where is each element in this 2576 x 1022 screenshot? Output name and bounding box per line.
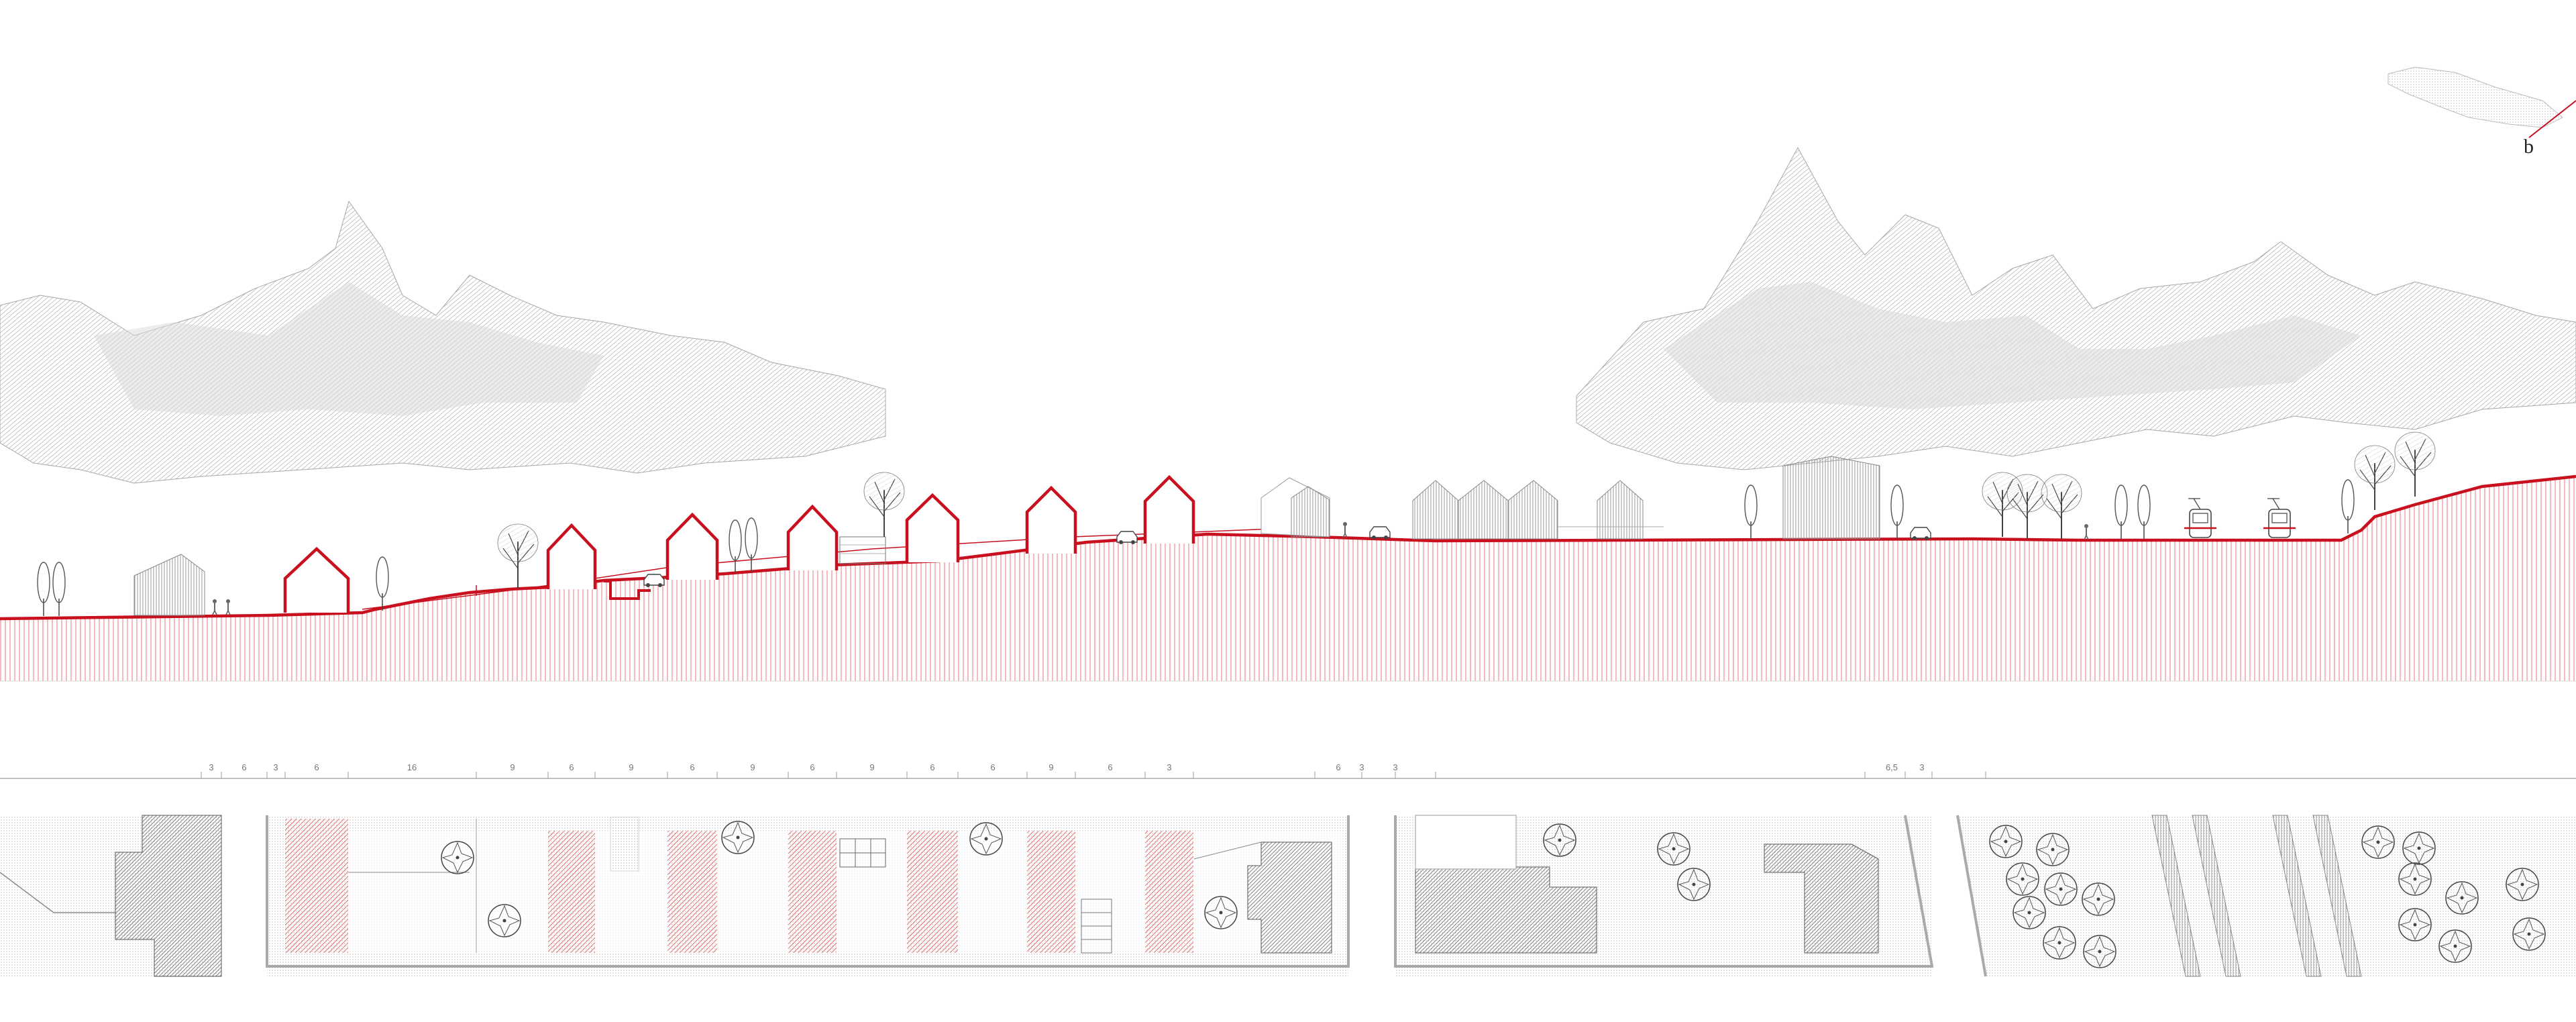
dimension-label: 6 (314, 762, 319, 772)
dimension-label: 6 (241, 762, 246, 772)
section-cut-line (2528, 100, 2576, 138)
tram-tracks (2151, 815, 2362, 977)
plan-path (610, 817, 639, 872)
elevation-building (1507, 480, 1558, 540)
dimension-label: 16 (407, 762, 417, 772)
section-house-7 (1143, 474, 1195, 544)
dimension-label: 3 (273, 762, 278, 772)
ground-pit (604, 580, 651, 600)
ramp-line (362, 528, 1275, 610)
plan-block-4 (1957, 815, 2576, 976)
dimension-label: 6 (690, 762, 694, 772)
elevation-building (1412, 480, 1459, 540)
plan-building (1247, 841, 1332, 954)
dimension-label: 6 (810, 762, 814, 772)
elevation-building (133, 554, 205, 616)
dimension-label: 6 (990, 762, 995, 772)
section-houses (283, 474, 1195, 613)
section-house-3 (665, 512, 719, 580)
plan-building (1764, 844, 1879, 954)
section-house-4 (786, 504, 839, 570)
dimension-label: 6 (1336, 762, 1340, 772)
ground-line (0, 474, 2576, 621)
dimension-label: 6 (569, 762, 574, 772)
elevation-building (1458, 480, 1509, 540)
plan-houses (285, 819, 1193, 953)
elevation-buildings (133, 456, 1880, 616)
mountain-backdrop (0, 146, 2576, 484)
ground-fill (0, 476, 2576, 681)
elevation-building (1782, 456, 1880, 540)
ground-section (0, 474, 2576, 682)
section-house-1 (283, 546, 350, 613)
dimension-line: 3 6 3 6 16 9 6 9 6 9 6 9 6 6 9 6 3 6 3 3 6,5 3 (0, 762, 2576, 779)
dimension-label: 9 (1049, 762, 1053, 772)
plan-view (0, 815, 2576, 977)
dimension-label: 6 (1108, 762, 1112, 772)
dimension-label: 6,5 (1886, 762, 1898, 772)
dimension-label: 9 (869, 762, 874, 772)
section-house-6 (1025, 485, 1077, 554)
elevation-building (1597, 480, 1644, 540)
dimension-label: 9 (750, 762, 755, 772)
plan-building (115, 815, 222, 977)
plan-building (1415, 866, 1597, 954)
dimension-label: 3 (1393, 762, 1397, 772)
section-house-2 (546, 523, 597, 589)
dimension-label: 3 (1359, 762, 1364, 772)
section-house-5 (905, 493, 960, 562)
dimension-label: 9 (510, 762, 515, 772)
section-letter: b (2524, 136, 2534, 158)
pergola (839, 536, 886, 564)
key-map: b (2387, 66, 2576, 158)
mountain-right-inner (1664, 282, 2361, 409)
dimension-label: 3 (1167, 762, 1171, 772)
dimension-label: 3 (1919, 762, 1924, 772)
dimension-label: 9 (629, 762, 633, 772)
dimension-label: 3 (209, 762, 213, 772)
elevation-building (1291, 486, 1330, 538)
mountain-left-inner (94, 282, 604, 416)
dimension-label: 6 (930, 762, 934, 772)
